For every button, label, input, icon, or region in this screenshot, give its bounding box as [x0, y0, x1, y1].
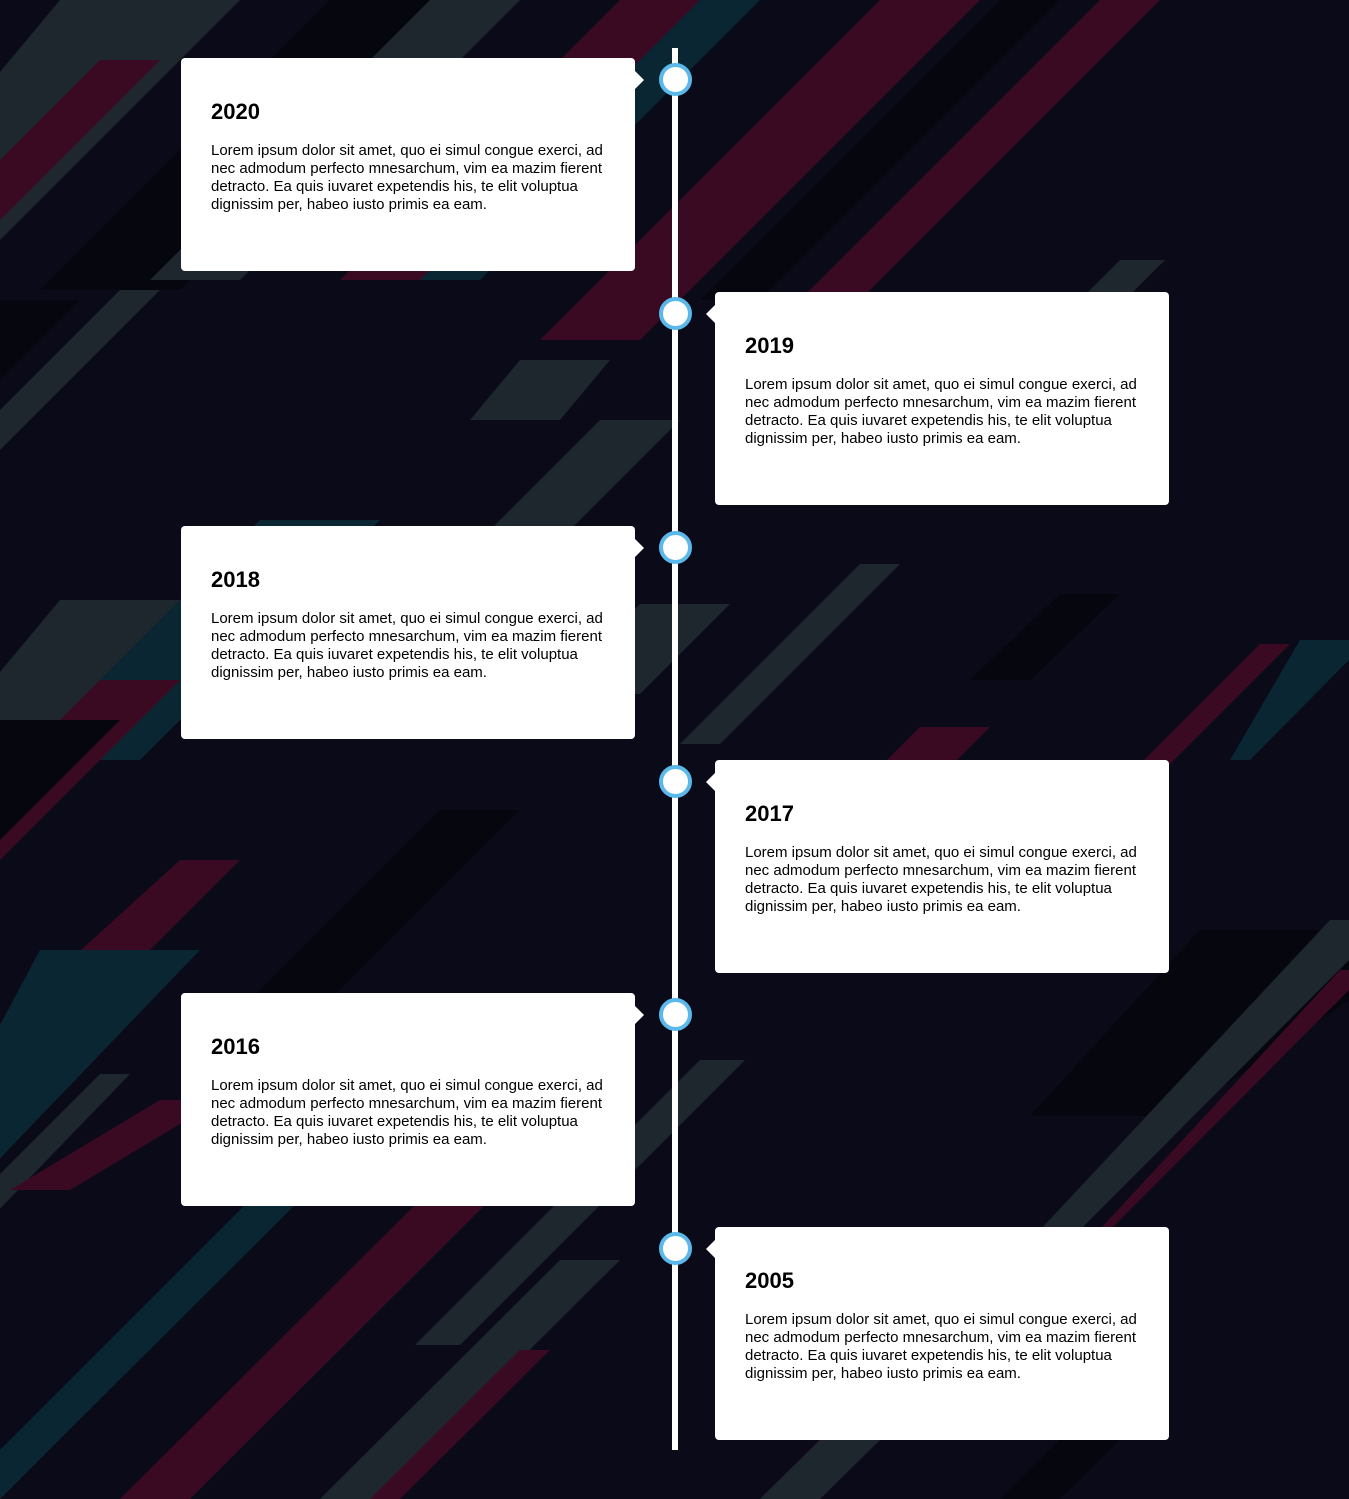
- card-text: Lorem ipsum dolor sit amet, quo ei simul…: [211, 610, 603, 681]
- timeline-line: [672, 48, 678, 1450]
- timeline-marker: [659, 1232, 692, 1265]
- card-text: Lorem ipsum dolor sit amet, quo ei simul…: [211, 1077, 603, 1148]
- timeline-marker: [659, 63, 692, 96]
- timeline-card: 2020 Lorem ipsum dolor sit amet, quo ei …: [181, 58, 644, 271]
- timeline-card: 2019 Lorem ipsum dolor sit amet, quo ei …: [706, 292, 1169, 505]
- timeline-marker: [659, 765, 692, 798]
- card-year: 2005: [745, 1268, 794, 1293]
- card-year: 2016: [211, 1034, 260, 1059]
- card-year: 2019: [745, 333, 794, 358]
- timeline-card: 2018 Lorem ipsum dolor sit amet, quo ei …: [181, 526, 644, 739]
- timeline-marker: [659, 297, 692, 330]
- timeline-card: 2016 Lorem ipsum dolor sit amet, quo ei …: [181, 993, 644, 1206]
- card-year: 2020: [211, 99, 260, 124]
- card-year: 2018: [211, 567, 260, 592]
- card-year: 2017: [745, 801, 794, 826]
- card-text: Lorem ipsum dolor sit amet, quo ei simul…: [211, 142, 603, 213]
- card-text: Lorem ipsum dolor sit amet, quo ei simul…: [745, 844, 1137, 915]
- card-text: Lorem ipsum dolor sit amet, quo ei simul…: [745, 1311, 1137, 1382]
- timeline-card: 2005 Lorem ipsum dolor sit amet, quo ei …: [706, 1227, 1169, 1440]
- timeline-card: 2017 Lorem ipsum dolor sit amet, quo ei …: [706, 760, 1169, 973]
- timeline-marker: [659, 531, 692, 564]
- card-text: Lorem ipsum dolor sit amet, quo ei simul…: [745, 376, 1137, 447]
- timeline-marker: [659, 998, 692, 1031]
